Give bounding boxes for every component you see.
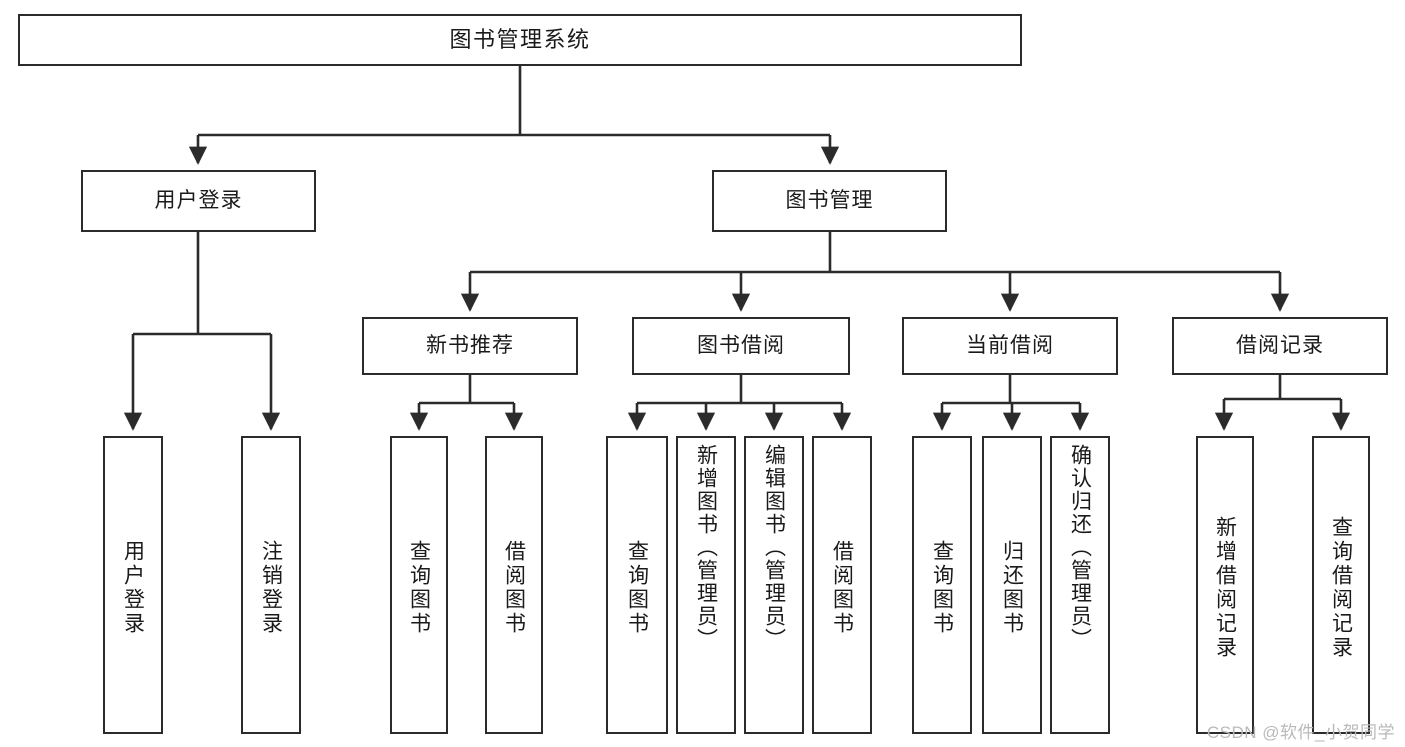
leaf-add-book-label: 新增图书（管理员） (694, 444, 718, 651)
node-new-book-recommend[interactable]: 新书推荐 (362, 317, 578, 375)
leaf-query-record-label: 查询借阅记录 (1329, 516, 1353, 660)
leaf-query-record[interactable]: 查询借阅记录 (1312, 436, 1370, 734)
leaf-query-book-1[interactable]: 查询图书 (390, 436, 448, 734)
leaf-query-book-3-label: 查询图书 (930, 540, 954, 636)
leaf-borrow-book-1-label: 借阅图书 (502, 540, 526, 636)
node-current-borrow[interactable]: 当前借阅 (902, 317, 1118, 375)
leaf-user-login-label: 用户登录 (121, 540, 145, 636)
leaf-borrow-book-2-label: 借阅图书 (830, 540, 854, 636)
node-book-manage-label: 图书管理 (785, 189, 874, 213)
leaf-confirm-return[interactable]: 确认归还（管理员） (1050, 436, 1110, 734)
leaf-return-book-label: 归还图书 (1000, 540, 1024, 636)
node-new-book-recommend-label: 新书推荐 (426, 334, 514, 358)
leaf-add-record-label: 新增借阅记录 (1213, 516, 1237, 660)
leaf-user-login[interactable]: 用户登录 (103, 436, 163, 734)
leaf-edit-book[interactable]: 编辑图书（管理员） (744, 436, 804, 734)
leaf-query-book-1-label: 查询图书 (407, 540, 431, 636)
leaf-query-book-2[interactable]: 查询图书 (606, 436, 668, 734)
leaf-query-book-3[interactable]: 查询图书 (912, 436, 972, 734)
node-book-borrow[interactable]: 图书借阅 (632, 317, 850, 375)
leaf-borrow-book-2[interactable]: 借阅图书 (812, 436, 872, 734)
node-borrow-record[interactable]: 借阅记录 (1172, 317, 1388, 375)
leaf-logout[interactable]: 注销登录 (241, 436, 301, 734)
node-book-manage[interactable]: 图书管理 (712, 170, 947, 232)
node-book-borrow-label: 图书借阅 (697, 334, 785, 358)
leaf-add-book[interactable]: 新增图书（管理员） (676, 436, 736, 734)
node-root-label: 图书管理系统 (449, 26, 591, 52)
leaf-logout-label: 注销登录 (259, 540, 283, 636)
node-borrow-record-label: 借阅记录 (1236, 334, 1324, 358)
leaf-edit-book-label: 编辑图书（管理员） (762, 444, 786, 651)
leaf-query-book-2-label: 查询图书 (625, 540, 649, 636)
leaf-confirm-return-label: 确认归还（管理员） (1068, 444, 1092, 651)
node-user-login-label: 用户登录 (154, 189, 243, 213)
node-user-login[interactable]: 用户登录 (81, 170, 316, 232)
leaf-borrow-book-1[interactable]: 借阅图书 (485, 436, 543, 734)
leaf-add-record[interactable]: 新增借阅记录 (1196, 436, 1254, 734)
watermark: CSDN @软件_小贺同学 (1206, 723, 1395, 742)
node-root[interactable]: 图书管理系统 (18, 14, 1022, 66)
node-current-borrow-label: 当前借阅 (966, 334, 1054, 358)
leaf-return-book[interactable]: 归还图书 (982, 436, 1042, 734)
